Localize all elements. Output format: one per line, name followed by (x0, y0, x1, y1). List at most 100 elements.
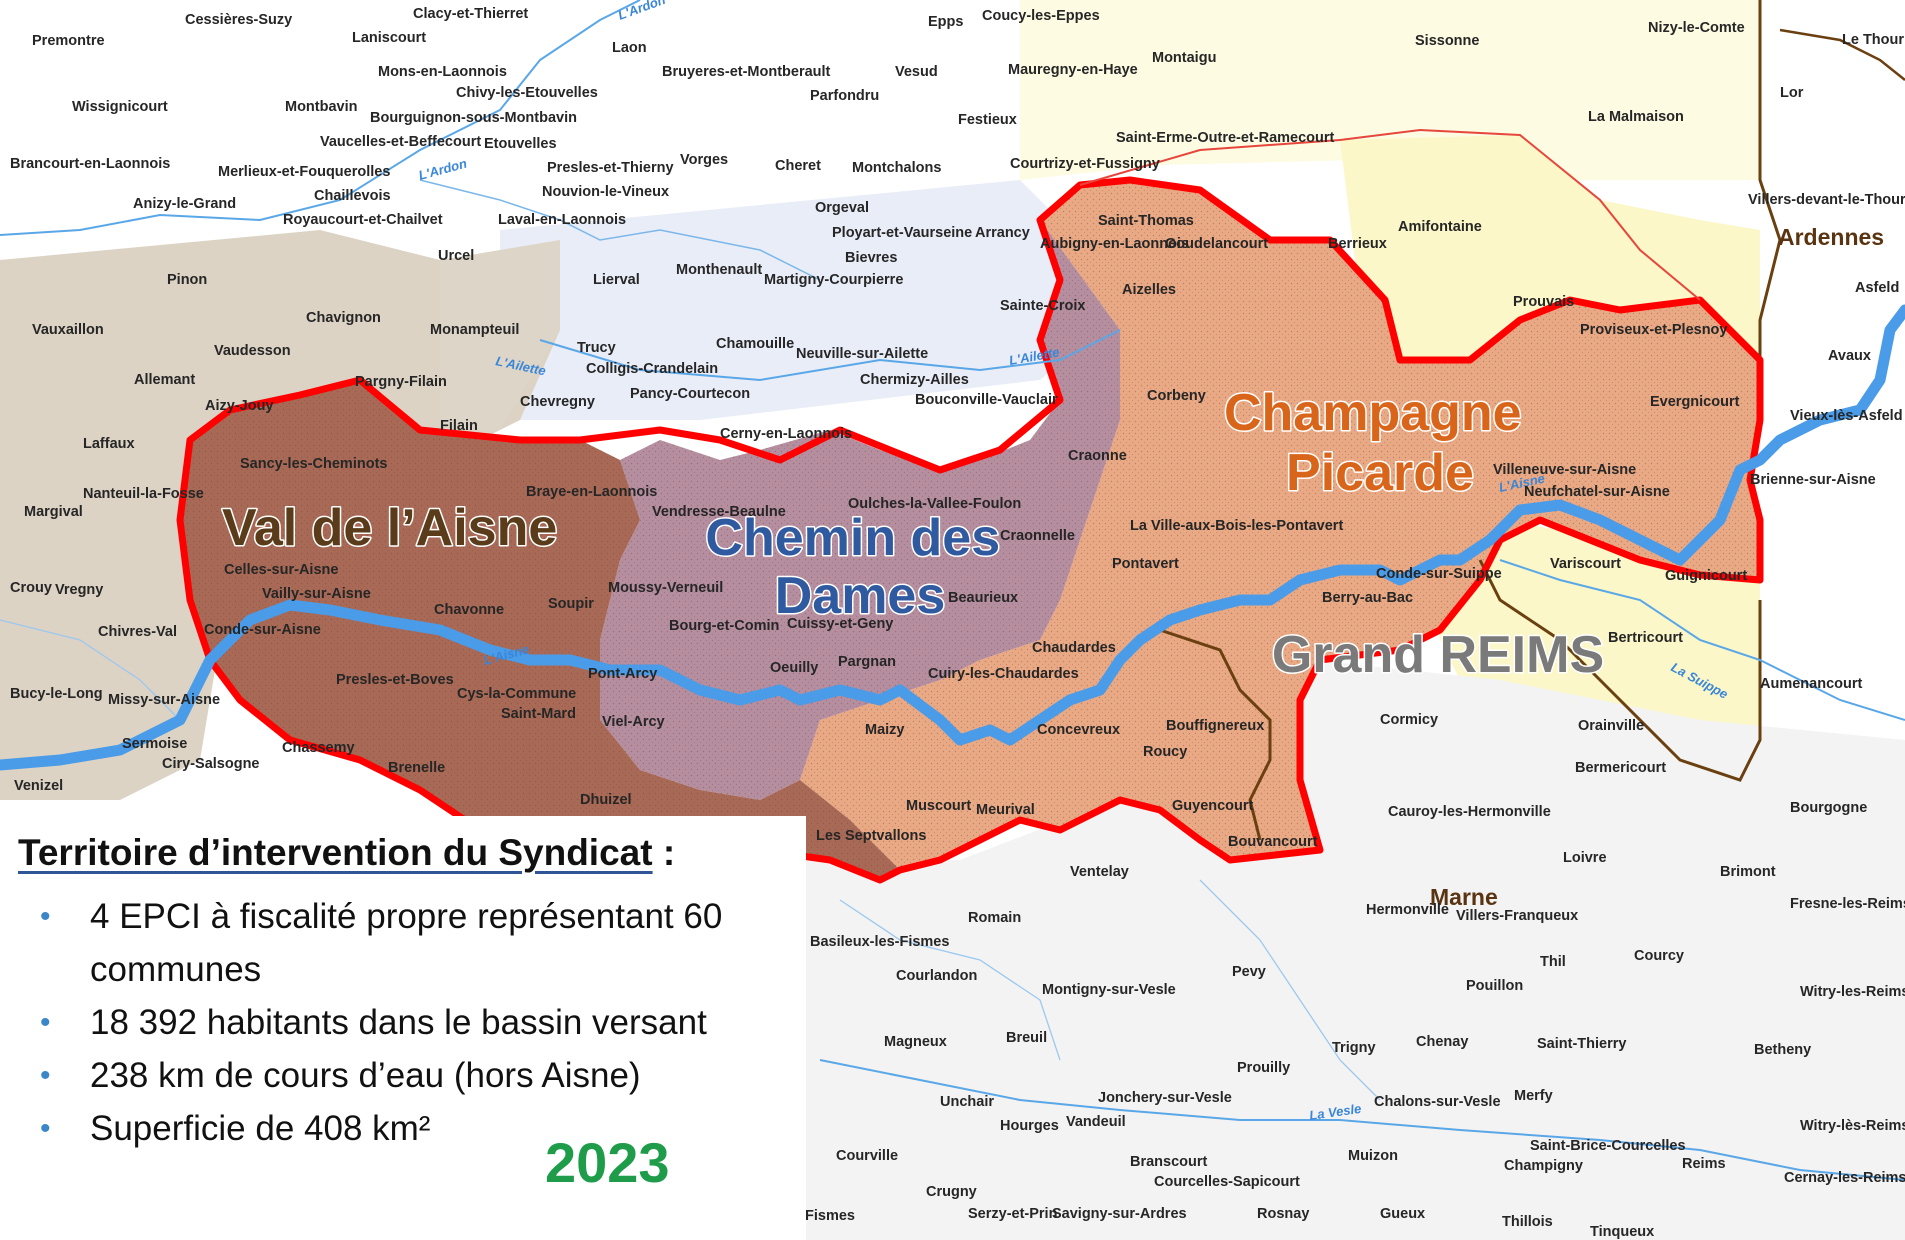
town-label: Courtrizy-et-Fussigny (1010, 156, 1160, 172)
town-label: Bertricourt (1608, 630, 1683, 646)
year-label: 2023 (545, 1131, 670, 1194)
stream-3 (1199, 879, 1381, 1101)
town-label: Cerny-en-Laonnois (720, 426, 852, 442)
town-label: Nizy-le-Comte (1648, 20, 1745, 36)
town-label: Vauxaillon (32, 322, 104, 338)
town-label: Evergnicourt (1650, 394, 1740, 410)
info-item: •238 km de cours d’eau (hors Aisne) (18, 1049, 796, 1102)
town-label: Filain (440, 418, 478, 434)
town-label: Brimont (1720, 864, 1776, 880)
zone-val-texture (180, 380, 900, 880)
town-label: Lor (1780, 85, 1804, 101)
town-label: Bourguignon-sous-Montbavin (370, 110, 577, 126)
town-label: Clacy-et-Thierret (413, 6, 528, 22)
town-label: Royaucourt-et-Chailvet (283, 212, 443, 228)
info-list: •4 EPCI à fiscalité propre représentant … (18, 890, 806, 1155)
town-label: Bouvancourt (1228, 834, 1318, 850)
dept-label-ardennes: Ardennes (1778, 224, 1884, 250)
epci-boundary-north (1079, 128, 1701, 301)
vesle-river (819, 1059, 1905, 1181)
town-label: Witry-les-Reims (1800, 984, 1905, 1000)
town-label: Asfeld (1855, 280, 1899, 296)
town-label: Wissignicourt (72, 99, 168, 115)
town-label: Cheret (775, 158, 821, 174)
town-label: Aumenancourt (1760, 676, 1862, 692)
town-label: Chivy-les-Etouvelles (456, 85, 598, 101)
town-label: Nouvion-le-Vineux (542, 184, 669, 200)
town-label: Vandeuil (1066, 1114, 1126, 1130)
town-label: Saint-Thierry (1537, 1036, 1626, 1052)
town-label: Ployart-et-Vaurseine (832, 225, 972, 241)
town-label: Pont-Arcy (588, 666, 657, 682)
town-label: Variscourt (1550, 556, 1621, 572)
stream-2 (839, 899, 1061, 1061)
town-label: Fismes (805, 1208, 855, 1224)
town-label: Montchalons (852, 160, 941, 176)
town-label: Sermoise (122, 736, 187, 752)
town-label: Oulches-la-Vallee-Foulon (848, 496, 1021, 512)
town-label: Aizelles (1122, 282, 1176, 298)
town-label: Coucy-les-Eppes (982, 8, 1100, 24)
town-label: Nanteuil-la-Fosse (83, 486, 204, 502)
town-label: Sissonne (1415, 33, 1479, 49)
town-label: Bucy-le-Long (10, 686, 103, 702)
town-label: Laval-en-Laonnois (498, 212, 626, 228)
town-label: Betheny (1754, 1042, 1811, 1058)
town-label: Sainte-Croix (1000, 298, 1085, 314)
town-label: Parfondru (810, 88, 879, 104)
town-label: Etouvelles (484, 136, 557, 152)
town-label: Chamouille (716, 336, 794, 352)
town-label: Branscourt (1130, 1154, 1208, 1170)
town-label: Ventelay (1070, 864, 1129, 880)
town-label: Cys-la-Commune (457, 686, 576, 702)
town-label: Sancy-les-Cheminots (240, 456, 387, 472)
stream-4 (0, 619, 181, 721)
town-label: Ciry-Salsogne (162, 756, 260, 772)
dept-label-marne: Marne (1430, 884, 1498, 910)
bullet-icon: • (40, 1112, 51, 1145)
town-label: Beaurieux (948, 590, 1018, 606)
town-label: Pargnan (838, 654, 896, 670)
town-label: Courville (836, 1148, 898, 1164)
town-label: Champigny (1504, 1158, 1583, 1174)
grand-reims-boundary (1159, 628, 1272, 841)
town-label: Crouy (10, 580, 52, 596)
zone-champagne-texture (800, 180, 1760, 870)
town-label: Montaigu (1152, 50, 1216, 66)
town-label: Aizy-Jouy (205, 398, 274, 414)
town-label: Pouillon (1466, 978, 1523, 994)
town-label: Reims (1682, 1156, 1726, 1172)
town-label: Cauroy-les-Hermonville (1388, 804, 1551, 820)
stream-1 (419, 179, 821, 281)
ardennes-boundary-north (1779, 28, 1905, 81)
town-label: Soupir (548, 596, 594, 612)
town-label: Colligis-Crandelain (586, 361, 718, 377)
town-label: Craonne (1068, 448, 1127, 464)
town-label: Missy-sur-Aisne (108, 692, 220, 708)
town-label: Epps (928, 14, 963, 30)
info-title: Territoire d’intervention du Syndicat : (18, 832, 806, 874)
town-label: Cessières-Suzy (185, 12, 292, 28)
zone-label-grand-reims: Grand REIMS (1272, 626, 1604, 684)
town-label: Bouffignereux (1166, 718, 1264, 734)
town-label: Guignicourt (1665, 568, 1747, 584)
town-label: Courcelles-Sapicourt (1154, 1174, 1300, 1190)
town-label: Celles-sur-Aisne (224, 562, 338, 578)
town-label: Vendresse-Beaulne (652, 504, 786, 520)
zone-chemin-texture (600, 220, 1120, 800)
town-label: Chermizy-Ailles (860, 372, 969, 388)
town-label: Neuville-sur-Ailette (796, 346, 928, 362)
town-label: Saint-Brice-Courcelles (1530, 1138, 1686, 1154)
town-label: Rosnay (1257, 1206, 1309, 1222)
town-label: Aubigny-en-Laonnois (1040, 236, 1189, 252)
town-label: Le Thour (1842, 32, 1904, 48)
town-label: Breuil (1006, 1030, 1047, 1046)
town-label: Cuiry-les-Chaudardes (928, 666, 1079, 682)
grand-reims-boundary-east (1478, 559, 1762, 782)
town-label: Merfy (1514, 1088, 1553, 1104)
town-label: Viel-Arcy (602, 714, 665, 730)
town-label: Meurival (976, 802, 1035, 818)
town-label: Craonnelle (1000, 528, 1075, 544)
town-label: Vailly-sur-Aisne (262, 586, 371, 602)
